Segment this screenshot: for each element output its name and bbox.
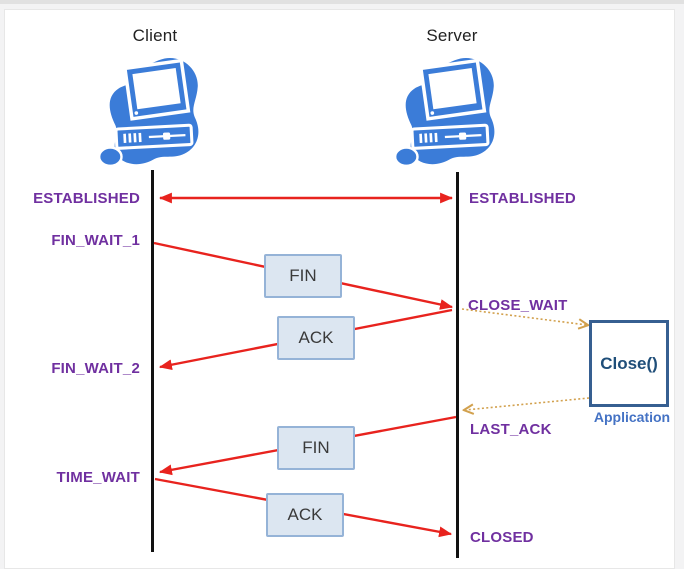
close-wait-to-application-arrow xyxy=(461,308,587,325)
server-state-close-wait: CLOSE_WAIT xyxy=(468,297,568,314)
application-to-last-ack-arrow xyxy=(465,397,590,410)
application-caption: Application xyxy=(593,409,671,425)
client-computer-icon xyxy=(96,52,208,174)
message-box-ack-1: ACK xyxy=(277,316,355,360)
client-state-established: ESTABLISHED xyxy=(33,190,140,207)
server-title: Server xyxy=(426,26,478,45)
message-box-fin-2: FIN xyxy=(277,426,355,470)
server-state-established: ESTABLISHED xyxy=(469,190,576,207)
message-box-fin-1: FIN xyxy=(264,254,342,298)
message-box-ack-2: ACK xyxy=(266,493,344,537)
application-close-box: Close() xyxy=(589,320,669,407)
page-top-strip xyxy=(0,0,684,4)
server-state-closed: CLOSED xyxy=(470,529,534,546)
client-state-fin-wait-2: FIN_WAIT_2 xyxy=(51,360,140,377)
server-computer-icon xyxy=(392,52,504,174)
server-state-last-ack: LAST_ACK xyxy=(470,421,552,438)
client-state-time-wait: TIME_WAIT xyxy=(56,469,140,486)
client-title: Client xyxy=(132,26,178,45)
client-state-fin-wait-1: FIN_WAIT_1 xyxy=(51,232,140,249)
